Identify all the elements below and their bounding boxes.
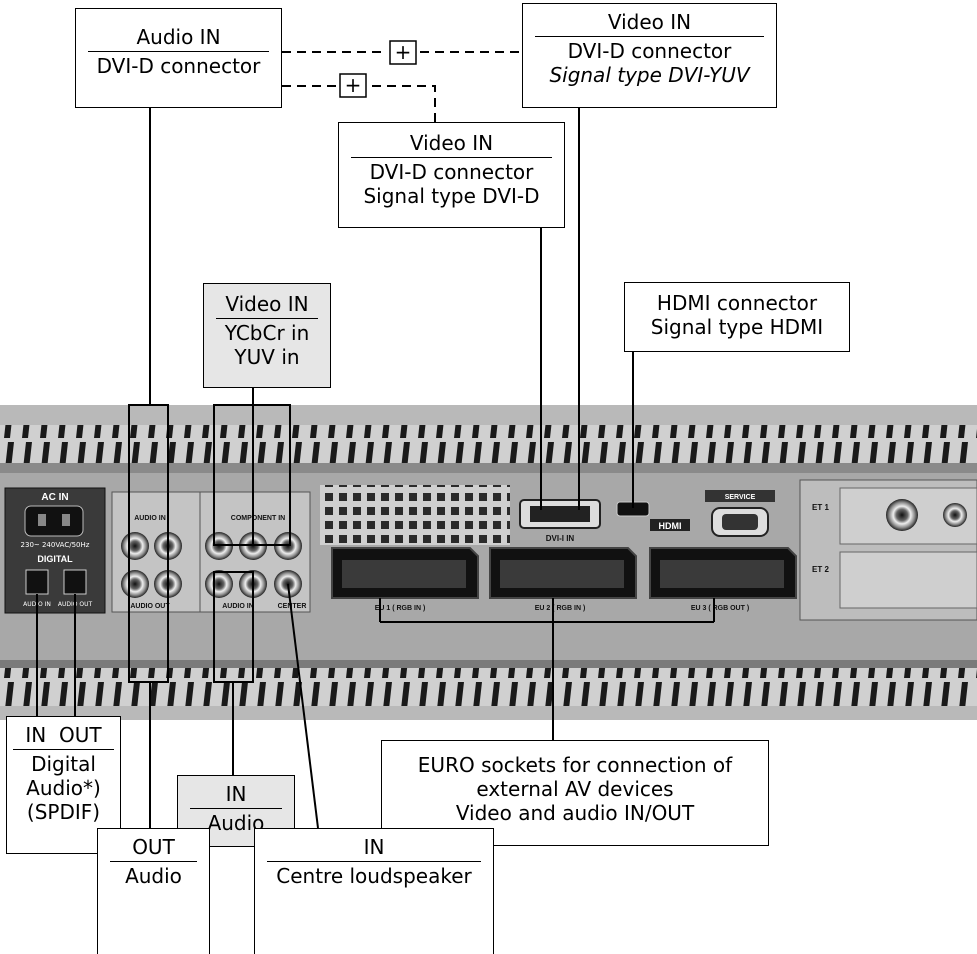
service-label: SERVICE (725, 494, 756, 501)
callout-line2: Signal type DVI-YUV (523, 63, 776, 87)
svg-text:+: + (395, 40, 412, 64)
audio-out-rca-label: AUDIO OUT (130, 603, 170, 610)
svg-text:+: + (345, 73, 362, 97)
in-out-row: IN OUT (7, 723, 120, 747)
callout-title: OUT (98, 835, 209, 859)
divider (88, 51, 269, 52)
eu2-label: EU 2 ( RGB IN ) (535, 605, 586, 612)
eu1-label: EU 1 ( RGB IN ) (375, 605, 426, 612)
digital-label: DIGITAL (37, 554, 73, 564)
callout-video-in-dvi-d: Video IN DVI-D connector Signal type DVI… (338, 122, 565, 228)
callout-sub: DVI-D connector (76, 54, 281, 78)
et1-jack-2 (943, 503, 967, 527)
audio-out-r-jack (121, 570, 149, 598)
euro-socket-2 (490, 548, 636, 598)
callout-title: IN (255, 835, 493, 859)
callout-hdmi: HDMI connector Signal type HDMI (624, 282, 850, 352)
callout-line1: Digital (7, 752, 120, 776)
audio-in-2-label: AUDIO IN (222, 603, 254, 610)
callout-centre-loudspeaker: IN Centre loudspeaker (254, 828, 494, 954)
callout-title: IN (178, 782, 294, 806)
divider (13, 749, 114, 750)
et2-slot (840, 552, 977, 608)
et2-label: ET 2 (812, 565, 829, 574)
top-vent-grille (0, 425, 977, 463)
callout-line1: EURO sockets for connection of (382, 753, 768, 777)
callout-title: Video IN (339, 131, 564, 155)
callout-line2: Audio*) (7, 776, 120, 800)
callout-sub: Centre loudspeaker (255, 864, 493, 888)
callout-line2: Signal type DVI-D (339, 184, 564, 208)
et1-label: ET 1 (812, 503, 829, 512)
callout-line3: (SPDIF) (7, 800, 120, 824)
optical-in-port (26, 570, 48, 594)
divider (190, 808, 282, 809)
dvi-in-label: DVI-I IN (546, 534, 575, 543)
callout-audio-out: OUT Audio (97, 828, 210, 954)
euro-socket-3 (650, 548, 796, 598)
divider (216, 318, 318, 319)
plus-symbol-bottom: + (340, 73, 366, 97)
voltage-label: 230~ 240VAC/50Hz (21, 541, 90, 549)
divider (267, 861, 481, 862)
callout-line3: Video and audio IN/OUT (382, 801, 768, 825)
callout-title: Video IN (523, 10, 776, 34)
callout-line1: DVI-D connector (523, 39, 776, 63)
divider (535, 36, 764, 37)
device-rear-panel: AC IN 230~ 240VAC/50Hz DIGITAL AUDIO IN … (0, 405, 977, 720)
in-label: IN (25, 723, 46, 747)
eu3-label: EU 3 ( RGB OUT ) (691, 605, 749, 612)
bottom-vent-grille (0, 668, 977, 706)
callout-title: Audio IN (76, 25, 281, 49)
audio-in-r-jack (121, 532, 149, 560)
callout-line1: DVI-D connector (339, 160, 564, 184)
callout-line2: YUV in (204, 345, 330, 369)
callout-line2: external AV devices (382, 777, 768, 801)
plus-symbol-top: + (390, 40, 416, 64)
callout-audio-in-dvi: Audio IN DVI-D connector (75, 8, 282, 108)
callout-line1: HDMI connector (625, 291, 849, 315)
callout-video-in-yuv: Video IN YCbCr in YUV in (203, 283, 331, 388)
callout-title: Video IN (204, 292, 330, 316)
vent-holes (320, 485, 510, 545)
callout-line2: Signal type HDMI (625, 315, 849, 339)
optical-out-port (64, 570, 86, 594)
component-in-label: COMPONENT IN (231, 515, 285, 522)
audio-in-rca-label: AUDIO IN (134, 515, 166, 522)
callout-line1: YCbCr in (204, 321, 330, 345)
et1-antenna-jack (886, 499, 918, 531)
power-socket (25, 506, 83, 536)
ac-in-label: AC IN (41, 492, 68, 503)
divider (351, 157, 552, 158)
audio2-r-jack (205, 570, 233, 598)
callout-video-in-dvi-yuv: Video IN DVI-D connector Signal type DVI… (522, 3, 777, 108)
hdmi-logo: HDMI (659, 521, 682, 531)
euro-socket-1 (332, 548, 478, 598)
divider (110, 861, 197, 862)
callout-sub: Audio (98, 864, 209, 888)
out-label: OUT (59, 723, 102, 747)
